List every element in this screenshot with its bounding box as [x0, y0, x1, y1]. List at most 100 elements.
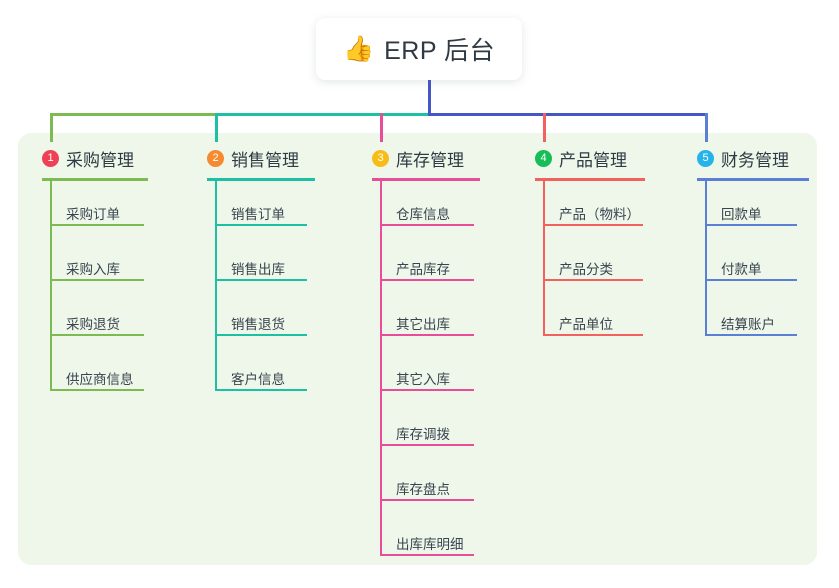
- branch-item-label: 其它入库: [396, 372, 450, 387]
- branch-item-underline: [380, 554, 474, 556]
- branch-spine: [215, 179, 217, 389]
- branch-item-underline: [215, 279, 307, 281]
- branch-spine: [380, 179, 382, 554]
- branch-item-underline: [50, 224, 144, 226]
- branch-underline: [372, 178, 480, 181]
- branch-item-underline: [705, 334, 797, 336]
- branch-item-underline: [705, 224, 797, 226]
- branch-item-label: 结算账户: [721, 317, 775, 332]
- branch-item-underline: [50, 279, 144, 281]
- root-stem: [428, 80, 431, 116]
- branch-item-label: 其它出库: [396, 317, 450, 332]
- branch-item[interactable]: 产品分类: [543, 258, 643, 292]
- connector-drop-2: [215, 113, 218, 142]
- connector-drop-1: [50, 113, 53, 142]
- branch-item-underline: [543, 334, 643, 336]
- branch-number-badge: 2: [207, 149, 224, 167]
- root-title: ERP 后台: [384, 37, 496, 65]
- branch-item-label: 销售退货: [231, 317, 285, 332]
- diagram-panel: [18, 133, 817, 565]
- branch-item[interactable]: 采购退货: [50, 313, 144, 347]
- branch-item-label: 客户信息: [231, 372, 285, 387]
- branch-item[interactable]: 仓库信息: [380, 203, 474, 237]
- branch-item-label: 采购入库: [66, 262, 120, 277]
- branch-item-underline: [215, 224, 307, 226]
- branch-item-label: 采购退货: [66, 317, 120, 332]
- branch-item[interactable]: 产品库存: [380, 258, 474, 292]
- branch-spine: [50, 179, 52, 389]
- branch-number-badge: 4: [535, 149, 552, 167]
- branch-item[interactable]: 销售订单: [215, 203, 307, 237]
- branch-item-underline: [50, 389, 144, 391]
- connector-bar-segment-2: [215, 113, 430, 116]
- connector-drop-3: [380, 113, 383, 142]
- branch-item-label: 产品库存: [396, 262, 450, 277]
- branch-item-label: 采购订单: [66, 207, 120, 222]
- branch-item-underline: [380, 334, 474, 336]
- branch-item-underline: [543, 279, 643, 281]
- branch-underline: [535, 178, 645, 181]
- branch-spine: [705, 179, 707, 334]
- branch-underline: [697, 178, 809, 181]
- branch-item[interactable]: 其它出库: [380, 313, 474, 347]
- branch-item[interactable]: 回款单: [705, 203, 797, 237]
- connector-drop-4: [543, 113, 546, 142]
- branch-header-3[interactable]: 3 库存管理: [372, 146, 464, 170]
- branch-item-underline: [50, 334, 144, 336]
- branch-item[interactable]: 付款单: [705, 258, 797, 292]
- branch-item[interactable]: 客户信息: [215, 368, 307, 402]
- branch-item[interactable]: 其它入库: [380, 368, 474, 402]
- branch-underline: [42, 178, 148, 181]
- branch-item-label: 仓库信息: [396, 207, 450, 222]
- branch-item[interactable]: 产品（物料）: [543, 203, 643, 237]
- branch-item-label: 销售订单: [231, 207, 285, 222]
- branch-number-badge: 5: [697, 149, 714, 167]
- thumbs-up-icon: 👍: [342, 34, 375, 63]
- branch-item[interactable]: 结算账户: [705, 313, 797, 347]
- branch-underline: [207, 178, 315, 181]
- branch-column-3: 3 库存管理仓库信息产品库存其它出库其它入库库存调拨库存盘点出库库明细: [372, 146, 480, 556]
- branch-item[interactable]: 出库库明细: [380, 533, 474, 567]
- branch-item-label: 库存盘点: [396, 482, 450, 497]
- branch-number-badge: 3: [372, 149, 389, 167]
- branch-item[interactable]: 产品单位: [543, 313, 643, 347]
- branch-item[interactable]: 库存盘点: [380, 478, 474, 512]
- branch-title: 财务管理: [721, 150, 789, 170]
- branch-item[interactable]: 供应商信息: [50, 368, 144, 402]
- branch-item-label: 供应商信息: [66, 372, 134, 387]
- branch-item[interactable]: 销售退货: [215, 313, 307, 347]
- branch-item-label: 回款单: [721, 207, 762, 222]
- branch-item-underline: [705, 279, 797, 281]
- connector-bar-segment-3: [430, 113, 707, 116]
- branch-spine: [543, 179, 545, 334]
- connector-bar-segment-1: [50, 113, 215, 116]
- branch-item-label: 产品（物料）: [559, 207, 640, 222]
- branch-column-5: 5 财务管理回款单付款单结算账户: [697, 146, 809, 336]
- branch-header-2[interactable]: 2 销售管理: [207, 146, 299, 170]
- branch-title: 采购管理: [66, 150, 134, 170]
- branch-title: 库存管理: [396, 150, 464, 170]
- branch-item-underline: [380, 224, 474, 226]
- branch-item-underline: [380, 389, 474, 391]
- branch-item-underline: [380, 444, 474, 446]
- branch-title: 销售管理: [231, 150, 299, 170]
- branch-item-label: 库存调拨: [396, 427, 450, 442]
- root-node[interactable]: 👍 ERP 后台: [316, 18, 522, 80]
- connector-drop-5: [705, 113, 708, 142]
- branch-item-underline: [380, 279, 474, 281]
- branch-item-underline: [543, 224, 643, 226]
- branch-item[interactable]: 库存调拨: [380, 423, 474, 457]
- branch-item-underline: [380, 499, 474, 501]
- branch-item-label: 产品分类: [559, 262, 613, 277]
- branch-item[interactable]: 采购订单: [50, 203, 144, 237]
- branch-item-label: 产品单位: [559, 317, 613, 332]
- branch-header-5[interactable]: 5 财务管理: [697, 146, 789, 170]
- branch-item[interactable]: 销售出库: [215, 258, 307, 292]
- branch-item[interactable]: 采购入库: [50, 258, 144, 292]
- branch-item-label: 出库库明细: [396, 537, 464, 552]
